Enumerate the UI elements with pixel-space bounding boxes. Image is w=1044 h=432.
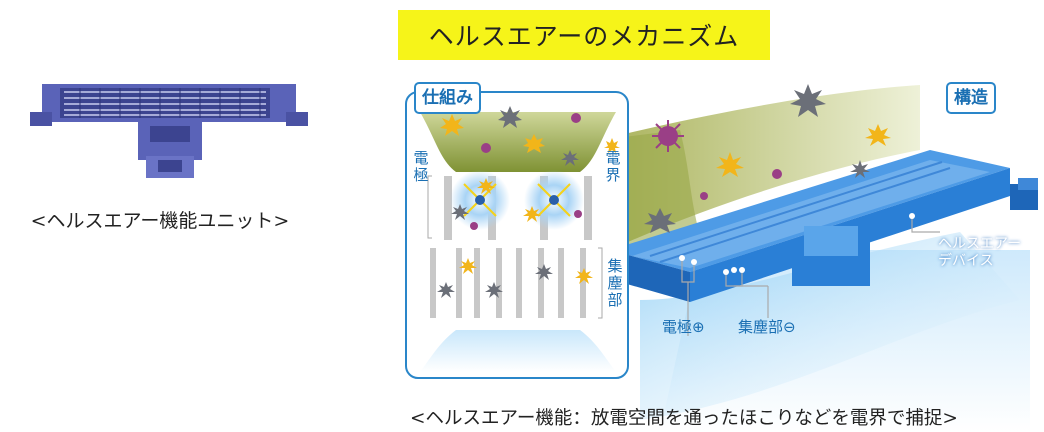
field-label: 電 界 <box>605 149 621 184</box>
electrode-plus-label: 電極⊕ <box>662 318 705 336</box>
electrode-label: 電 極 <box>413 149 429 184</box>
collector-label: 集 塵 部 <box>607 257 623 309</box>
health-air-device <box>610 150 1038 302</box>
health-air-unit-image <box>30 84 308 178</box>
structure-tag: 構造 <box>946 82 996 114</box>
device-label: ヘルスエアー デバイス <box>938 236 1022 269</box>
airborne-particles <box>644 84 891 233</box>
bottom-caption: <ヘルスエアー機能：放電空間を通ったほこりなどを電界で捕捉> <box>410 408 958 429</box>
leader-lines <box>681 216 940 336</box>
collector-minus-label: 集塵部⊖ <box>738 318 796 336</box>
page-title: ヘルスエアーのメカニズム <box>398 10 770 60</box>
mechanism-panel <box>405 91 629 379</box>
unit-caption: <ヘルスエアー機能ユニット> <box>30 210 290 232</box>
mechanism-tag: 仕組み <box>414 82 481 114</box>
